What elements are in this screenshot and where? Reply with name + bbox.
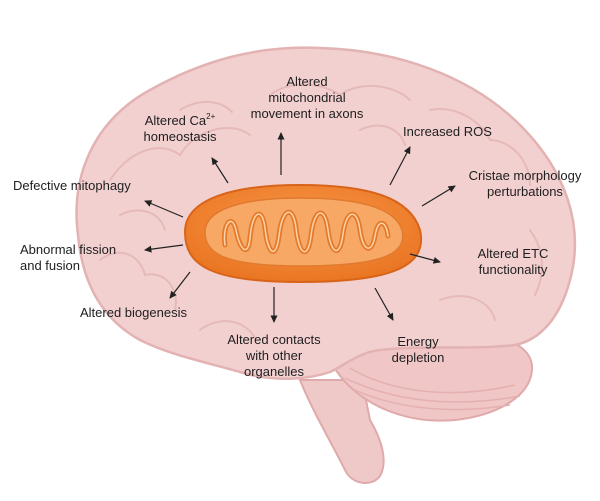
label-ros-text: Increased ROS [403, 124, 492, 139]
label-energy-line2: depletion [391, 350, 445, 365]
label-movement-line2: mitochondrial [268, 90, 346, 105]
arrow-to-biogenesis [169, 271, 191, 299]
label-calcium-line1: Altered Ca2+ [130, 113, 230, 129]
label-movement-line3: movement in axons [250, 106, 364, 121]
arrows [144, 132, 456, 323]
label-cristae-line1: Cristae morphology [468, 168, 582, 183]
label-contacts-line3: organelles [244, 364, 304, 379]
label-cristae: Cristae morphology perturbations [455, 168, 595, 200]
label-fission-line1: Abnormal fission [20, 242, 117, 257]
arrow-to-cristae [421, 185, 456, 207]
arrow-to-energy [374, 287, 394, 321]
label-etc-line1: Altered ETC [477, 246, 549, 261]
label-calcium-prefix: Altered Ca [144, 113, 207, 128]
label-biogenesis: Altered biogenesis [80, 305, 187, 321]
label-cristae-line2: perturbations [487, 184, 563, 199]
brain-gyri [99, 83, 543, 339]
label-contacts-line2: with other [245, 348, 303, 363]
arrow-to-ros [389, 146, 411, 186]
label-contacts-line1: Altered contacts [227, 332, 321, 347]
brain-stem [298, 379, 385, 484]
mitochondrion-cristae-highlight [223, 211, 389, 253]
label-movement-line1: Altered [286, 74, 328, 89]
label-calcium-line2: homeostasis [143, 129, 217, 144]
label-ros: Increased ROS [403, 124, 492, 140]
label-mitophagy: Defective mitophagy [13, 178, 131, 194]
arrow-to-etc [409, 253, 441, 264]
label-contacts: Altered contacts with other organelles [214, 332, 334, 380]
label-movement: Altered mitochondrial movement in axons [232, 74, 382, 122]
mitochondrion [183, 183, 423, 284]
label-energy: Energy depletion [378, 334, 458, 366]
label-calcium-superscript: 2+ [206, 112, 216, 121]
label-biogenesis-text: Altered biogenesis [80, 305, 187, 320]
label-fission-line2: and fusion [20, 258, 80, 273]
label-calcium: Altered Ca2+ homeostasis [130, 113, 230, 145]
label-etc: Altered ETC functionality [458, 246, 568, 278]
arrow-to-fission [144, 244, 184, 253]
label-energy-line1: Energy [397, 334, 439, 349]
cerebellum-folds [344, 367, 521, 411]
label-mitophagy-text: Defective mitophagy [13, 178, 131, 193]
arrow-to-calcium [211, 157, 229, 184]
arrow-to-mitophagy [144, 200, 184, 218]
label-fission: Abnormal fission and fusion [20, 242, 116, 274]
label-etc-line2: functionality [478, 262, 548, 277]
